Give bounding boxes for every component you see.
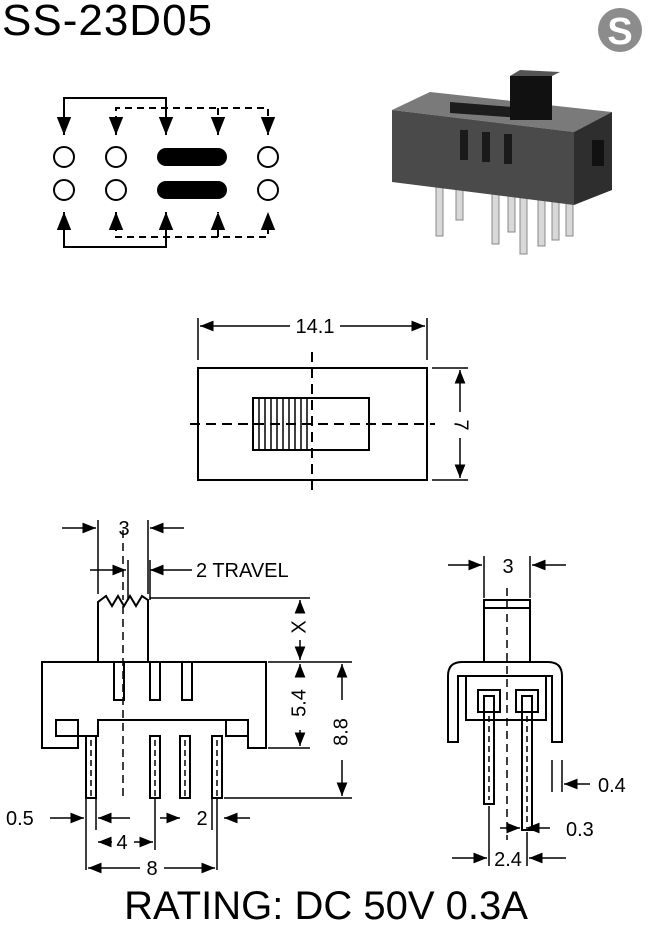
- front-view: [41, 530, 267, 800]
- manufacturer-logo: S: [598, 8, 642, 53]
- dim-width-label: 7: [450, 419, 472, 430]
- dim-length-label: 14.1: [296, 316, 335, 338]
- side-pins: [483, 711, 533, 831]
- side-dimension-labels: 3 0.4 0.3 2.4: [494, 556, 626, 871]
- dim-side-pin-thk-label: 0.3: [566, 819, 594, 841]
- dim-span8-label: 8: [146, 858, 157, 880]
- dim-body-height-label: 5.4: [288, 689, 310, 717]
- front-knob: [97, 594, 149, 662]
- part-number-title: SS-23D05: [2, 0, 214, 45]
- circuit-schematic: [53, 97, 279, 248]
- front-dimension-labels: 3 2 TRAVEL X 5.4 8.8 0.5 4 2 8: [6, 518, 352, 880]
- rating-text: RATING: DC 50V 0.3A: [124, 884, 528, 928]
- dim-pitch2-label: 2: [196, 808, 207, 830]
- dim-side-pin-label: 0.4: [598, 775, 626, 797]
- front-dimensions: [50, 520, 352, 874]
- side-dimensions: [448, 556, 590, 866]
- dim-travel-label: 2 TRAVEL: [196, 560, 289, 582]
- switch-3d-illustration: [392, 70, 612, 255]
- logo-letter: S: [607, 11, 632, 53]
- top-view: 14.1 7: [190, 316, 472, 492]
- knob-ridges: [258, 398, 308, 450]
- side-housing: [447, 661, 563, 743]
- dim-side-pitch-label: 2.4: [494, 849, 522, 871]
- dim-total-height-label: 8.8: [330, 718, 352, 746]
- front-pins: [85, 735, 223, 799]
- dim-side-width-label: 3: [502, 556, 513, 578]
- dim-knob-width-label: 3: [118, 518, 129, 540]
- side-view: [447, 588, 563, 840]
- dim-pitch4-label: 4: [116, 832, 127, 854]
- dim-pin-width-label: 0.5: [6, 808, 34, 830]
- dim-x-label: X: [288, 620, 310, 633]
